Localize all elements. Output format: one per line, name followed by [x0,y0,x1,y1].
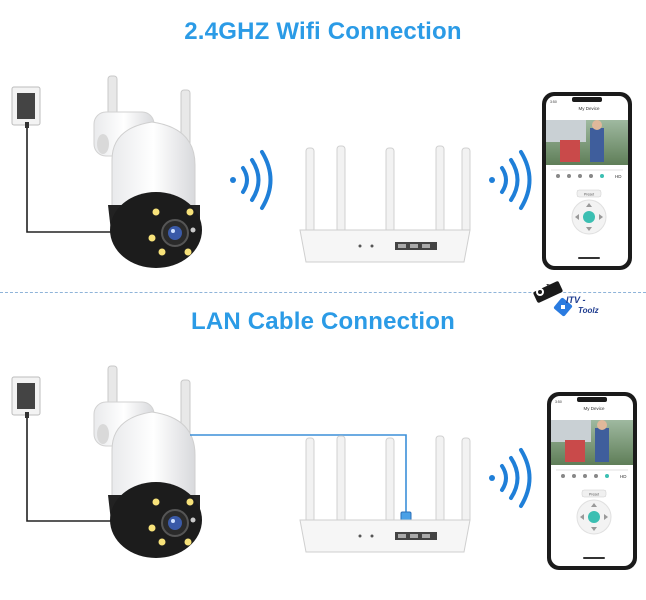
section-divider [0,292,646,293]
power-cable [26,128,118,233]
phone-header-text: My Device [583,406,605,411]
logo-badge-text: Toolz [546,284,559,290]
smartphone-app-icon [542,92,632,270]
wifi-signal-icon [230,150,273,210]
wifi-connection-title: 2.4GHZ Wifi Connection [184,18,462,45]
power-adapter-icon [11,86,41,128]
ptz-camera-icon [93,75,202,268]
phone-hd-label: HD [620,474,627,479]
lan-connection-title: LAN Cable Connection [190,308,455,335]
smartphone-app-icon [547,392,637,570]
logo-subtext: Toolz [578,306,599,315]
power-cable [26,418,118,522]
wifi-router-icon [299,435,471,553]
itv-toolz-logo [533,281,573,317]
logo-text: ITV - [566,295,586,305]
phone-preset-label: Preset [584,193,594,197]
phone-time: 3:50 [550,100,557,104]
phone-preset-label: Preset [589,493,599,497]
wifi-router-icon [299,145,471,263]
phone-time: 3:50 [555,400,562,404]
phone-hd-label: HD [615,174,622,179]
lan-cable [190,434,407,515]
phone-header-text: My Device [578,106,600,111]
power-adapter-icon [11,376,41,418]
ptz-camera-icon [93,365,202,558]
wifi-signal-icon [489,448,532,508]
wifi-signal-icon [489,150,532,210]
